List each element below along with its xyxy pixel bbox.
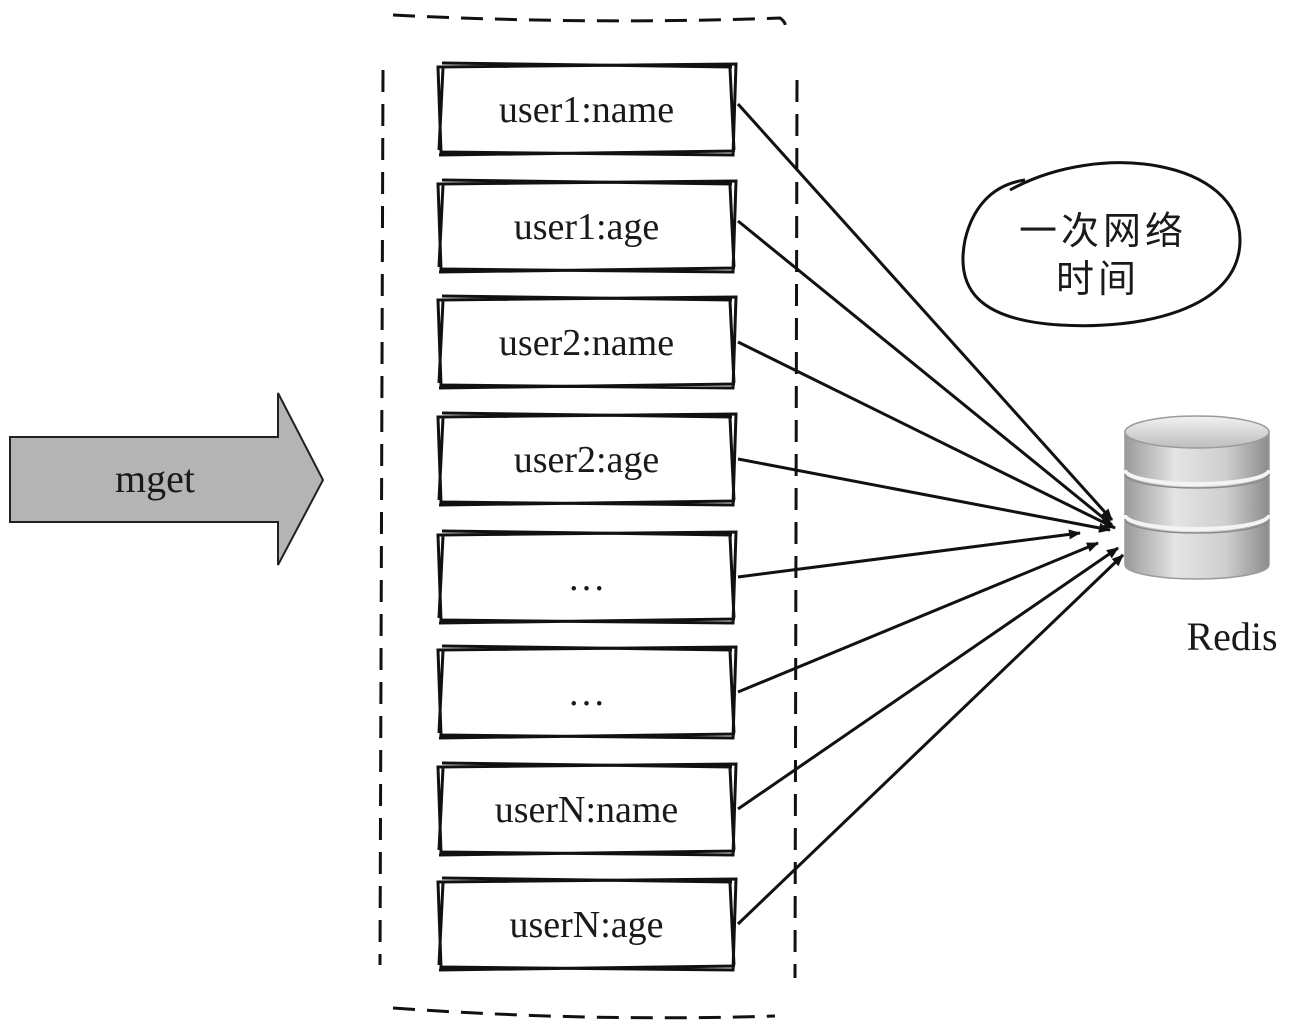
request-arrow [737, 541, 1099, 694]
note-line-2: 时间 [1056, 257, 1140, 301]
key-box: userN:name [436, 761, 738, 857]
key-label: user1:name [499, 89, 674, 131]
mget-command-arrow: mget [9, 392, 325, 566]
request-arrow [736, 102, 1114, 522]
batch-container [378, 13, 799, 1020]
request-arrow [737, 340, 1116, 530]
key-label: … [568, 557, 606, 599]
key-box: … [436, 529, 738, 625]
note-line-1: 一次网络 [1019, 209, 1187, 253]
key-box: user2:name [436, 294, 738, 390]
key-box: user1:age [436, 178, 738, 274]
key-label: … [568, 672, 606, 714]
mget-label: mget [115, 456, 195, 501]
key-box: user2:age [436, 411, 738, 507]
redis-label: Redis [1186, 614, 1277, 659]
key-label: userN:name [495, 789, 679, 831]
key-label: userN:age [509, 904, 663, 946]
key-label: user2:age [514, 439, 660, 481]
key-label: user2:name [499, 322, 674, 364]
key-label: user1:age [514, 206, 660, 248]
network-note: 一次网络 时间 [961, 161, 1242, 328]
request-arrow [737, 546, 1119, 811]
key-box: userN:age [436, 876, 738, 972]
request-arrow [737, 219, 1113, 527]
key-list: user1:name user1:age user2:name user2:age … …… [436, 61, 738, 972]
request-arrows [736, 102, 1125, 926]
key-box: user1:name [436, 61, 738, 157]
request-arrow [737, 457, 1111, 533]
request-arrow [737, 529, 1081, 579]
key-box: … [436, 644, 738, 740]
request-arrow [736, 553, 1125, 926]
database-icon [1123, 415, 1271, 580]
